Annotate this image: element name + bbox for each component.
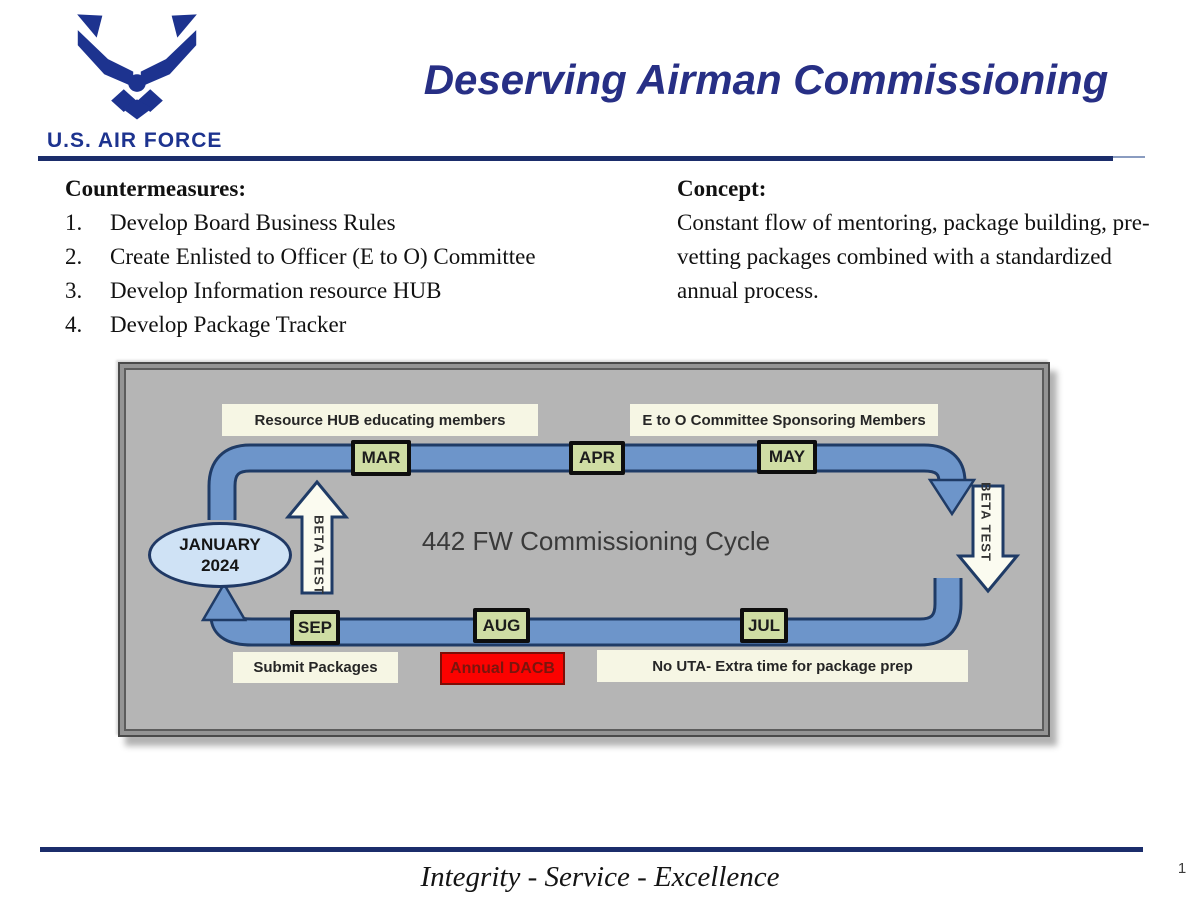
item-text: Develop Board Business Rules xyxy=(110,210,396,235)
label-submit-packages: Submit Packages xyxy=(233,652,398,683)
motto: Integrity - Service - Excellence xyxy=(420,861,780,893)
cycle-diagram-content: BETA TEST BETA TEST Resource HUB educati… xyxy=(126,370,1042,729)
down-arrowhead-icon xyxy=(927,478,977,517)
month-box-mar: MAR xyxy=(351,440,411,476)
top-band xyxy=(210,446,964,520)
cycle-diagram-panel: BETA TEST BETA TEST Resource HUB educati… xyxy=(118,362,1050,737)
concept-section: Concept: Constant flow of mentoring, pac… xyxy=(677,172,1163,308)
label-annual-dacb: Annual DACB xyxy=(440,652,565,685)
month-box-apr: APR xyxy=(569,441,625,475)
header-rule-tail xyxy=(1113,156,1145,158)
page-number: 1 xyxy=(1177,860,1187,877)
item-number: 2. xyxy=(65,244,83,269)
page-title: Deserving Airman Commissioning xyxy=(423,56,1109,103)
beta-test-down-arrow-icon xyxy=(955,484,1021,594)
month-box-may: MAY xyxy=(757,440,817,474)
item-text: Create Enlisted to Officer (E to O) Comm… xyxy=(110,244,536,269)
beta-test-up-arrow-icon xyxy=(284,479,350,595)
item-number: 1. xyxy=(65,210,83,235)
january-start-oval: JANUARY 2024 xyxy=(148,522,292,588)
up-arrowhead-icon xyxy=(200,581,248,622)
item-number: 4. xyxy=(65,312,83,337)
month-box-jul: JUL xyxy=(740,608,788,643)
start-year-label: 2024 xyxy=(201,556,239,575)
list-item: 4. Develop Package Tracker xyxy=(65,308,665,342)
cycle-title: 442 FW Commissioning Cycle xyxy=(421,526,771,556)
concept-body: Constant flow of mentoring, package buil… xyxy=(677,210,1150,303)
concept-heading: Concept: xyxy=(677,176,767,201)
banner-resource-hub: Resource HUB educating members xyxy=(222,404,538,436)
logo-wordmark: U.S. AIR FORCE xyxy=(47,129,223,152)
bottom-band xyxy=(212,578,960,644)
start-month-label: JANUARY xyxy=(179,535,261,554)
countermeasures-section: Countermeasures: 1. Develop Board Busine… xyxy=(65,172,665,342)
item-text: Develop Package Tracker xyxy=(110,312,347,337)
label-no-uta: No UTA- Extra time for package prep xyxy=(597,650,968,682)
list-item: 2. Create Enlisted to Officer (E to O) C… xyxy=(65,240,665,274)
air-force-logo-icon xyxy=(77,14,197,120)
item-text: Develop Information resource HUB xyxy=(110,278,442,303)
beta-test-right-label: BETA TEST xyxy=(979,482,994,562)
list-item: 1. Develop Board Business Rules xyxy=(65,206,665,240)
footer-rule xyxy=(40,847,1143,852)
header-rule xyxy=(38,156,1113,161)
item-number: 3. xyxy=(65,278,83,303)
beta-test-left-label: BETA TEST xyxy=(312,515,327,595)
month-box-sep: SEP xyxy=(290,610,340,645)
list-item: 3. Develop Information resource HUB xyxy=(65,274,665,308)
banner-eto-committee: E to O Committee Sponsoring Members xyxy=(630,404,938,436)
cycle-band-graphic: BETA TEST BETA TEST xyxy=(200,443,1021,647)
month-box-aug: AUG xyxy=(473,608,530,643)
countermeasures-heading: Countermeasures: xyxy=(65,176,246,201)
